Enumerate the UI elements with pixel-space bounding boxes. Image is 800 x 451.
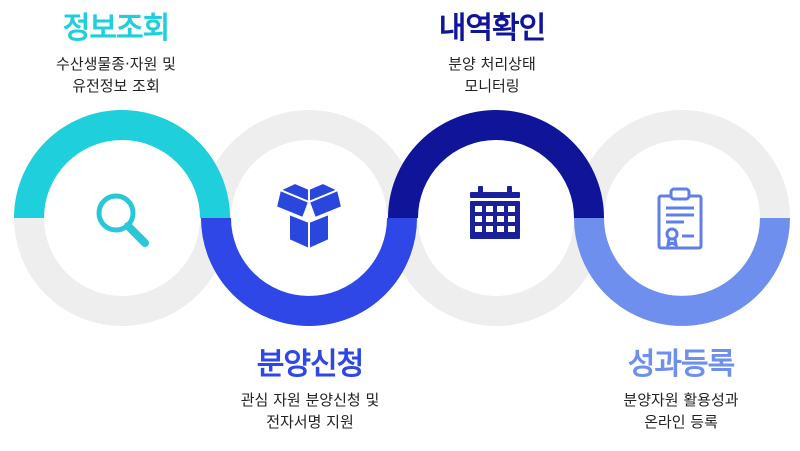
step-title: 분양신청 [256, 347, 364, 382]
certificate-icon [657, 187, 703, 250]
step-title: 성과등록 [627, 347, 735, 382]
magnifier-icon [96, 193, 149, 247]
step-description-line: 수산생물종·자원 및 [56, 55, 176, 73]
open-box-icon [275, 182, 343, 250]
step-description-line: 관심 자원 분양신청 및 [240, 391, 380, 409]
step-result-registration: 성과등록 분양자원 활용성과 온라인 등록 [551, 347, 800, 433]
step-description-line: 유전정보 조회 [72, 77, 160, 95]
step-description-line: 온라인 등록 [644, 413, 718, 431]
step-description: 분양 처리상태 모니터링 [362, 53, 622, 97]
step-description-line: 전자서명 지원 [266, 413, 354, 431]
step-description-line: 분양 처리상태 [448, 55, 536, 73]
step-description: 분양자원 활용성과 온라인 등록 [551, 389, 800, 433]
step-info-lookup: 정보조회 수산생물종·자원 및 유전정보 조회 [0, 11, 246, 97]
arc-step-2 [201, 217, 417, 326]
arc-step-1 [14, 110, 230, 219]
step-description-line: 모니터링 [464, 77, 520, 95]
step-description: 수산생물종·자원 및 유전정보 조회 [0, 53, 246, 97]
step-description: 관심 자원 분양신청 및 전자서명 지원 [180, 389, 440, 433]
step-history-check: 내역확인 분양 처리상태 모니터링 [362, 11, 622, 97]
calendar-icon [470, 186, 520, 239]
step-description-line: 분양자원 활용성과 [623, 391, 739, 409]
arc-step-4 [574, 217, 790, 326]
step-title: 내역확인 [438, 11, 546, 46]
arc-step-3 [388, 110, 604, 219]
step-distribution-request: 분양신청 관심 자원 분양신청 및 전자서명 지원 [180, 347, 440, 433]
step-title: 정보조회 [62, 11, 170, 46]
